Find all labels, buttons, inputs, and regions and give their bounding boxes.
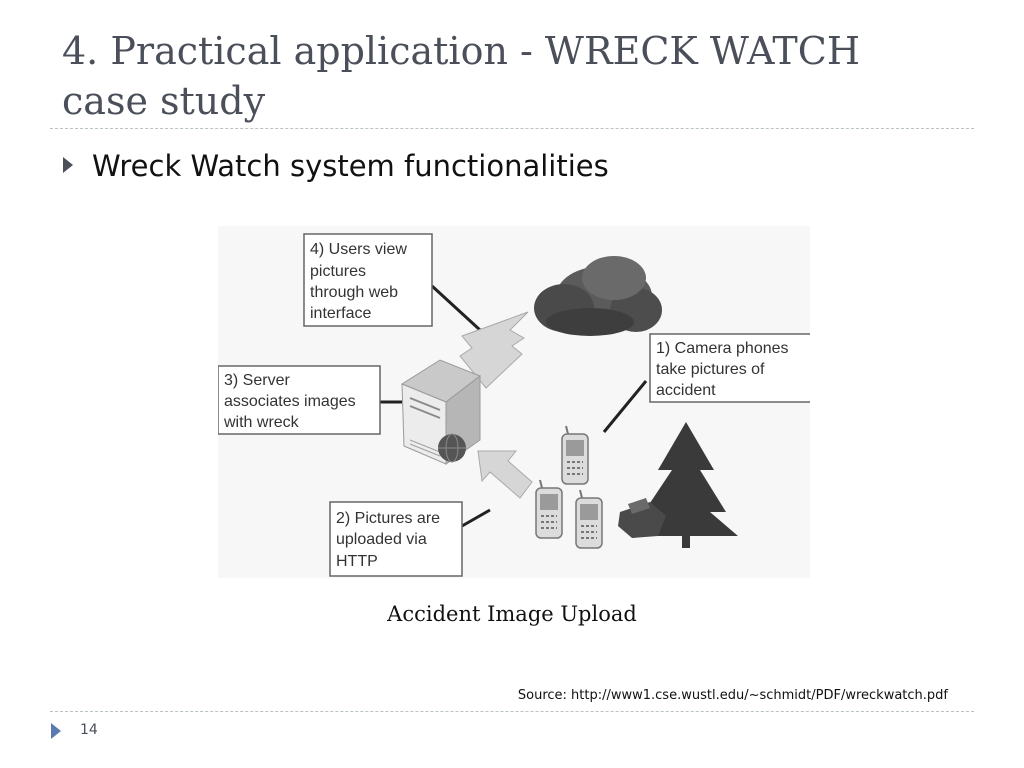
box-users-view-line-3: through web bbox=[310, 284, 398, 301]
wreck-watch-diagram: 4) Users view pictures through web inter… bbox=[218, 226, 810, 578]
box-uploaded-line-2: uploaded via bbox=[336, 531, 427, 548]
box-server-line-1: 3) Server bbox=[224, 372, 290, 389]
bullet-arrow-icon bbox=[63, 157, 73, 173]
phone-icon bbox=[575, 489, 603, 549]
box-server-line-2: associates images bbox=[224, 393, 356, 410]
cloud-icon bbox=[534, 256, 662, 336]
phone-icon bbox=[535, 479, 563, 539]
slide-title-line-1: 4. Practical application - WRECK WATCH bbox=[62, 29, 860, 73]
box-server-associates: 3) Server associates images with wreck bbox=[218, 365, 381, 435]
bullet-text: Wreck Watch system functionalities bbox=[92, 149, 609, 183]
figure-caption: Accident Image Upload bbox=[387, 602, 637, 626]
slide-title: 4. Practical application - WRECK WATCH c… bbox=[62, 26, 962, 126]
footer-divider bbox=[50, 711, 974, 712]
globe-icon bbox=[438, 433, 466, 463]
source-citation: Source: http://www1.cse.wustl.edu/~schmi… bbox=[517, 688, 948, 703]
title-divider bbox=[50, 128, 974, 129]
box-users-view-line-4: interface bbox=[310, 305, 371, 322]
upload-arrow-icon bbox=[477, 450, 533, 499]
box-camera-line-1: 1) Camera phones bbox=[656, 340, 789, 357]
connector-line-1 bbox=[602, 380, 648, 433]
footer-arrow-icon bbox=[51, 723, 61, 739]
connector-line-2 bbox=[461, 508, 491, 528]
view-arrow-icon bbox=[459, 311, 529, 389]
bullet-item: Wreck Watch system functionalities bbox=[62, 146, 962, 186]
tree-icon bbox=[634, 422, 738, 548]
box-users-view-line-1: 4) Users view bbox=[310, 241, 407, 258]
wrecked-car-icon bbox=[618, 498, 666, 538]
box-uploaded-line-1: 2) Pictures are bbox=[336, 510, 440, 527]
box-camera-line-3: accident bbox=[656, 382, 716, 399]
box-users-view: 4) Users view pictures through web inter… bbox=[303, 233, 433, 327]
box-pictures-uploaded: 2) Pictures are uploaded via HTTP bbox=[329, 501, 463, 577]
box-users-view-line-2: pictures bbox=[310, 263, 366, 280]
box-camera-line-2: take pictures of bbox=[656, 361, 765, 378]
phone-icon bbox=[561, 425, 589, 485]
connector-line-4 bbox=[430, 284, 482, 332]
box-server-line-3: with wreck bbox=[223, 414, 300, 431]
box-camera-phones: 1) Camera phones take pictures of accide… bbox=[649, 333, 810, 403]
slide-number: 14 bbox=[80, 722, 98, 738]
slide-title-line-2: case study bbox=[62, 79, 266, 123]
box-uploaded-line-3: HTTP bbox=[336, 553, 378, 570]
